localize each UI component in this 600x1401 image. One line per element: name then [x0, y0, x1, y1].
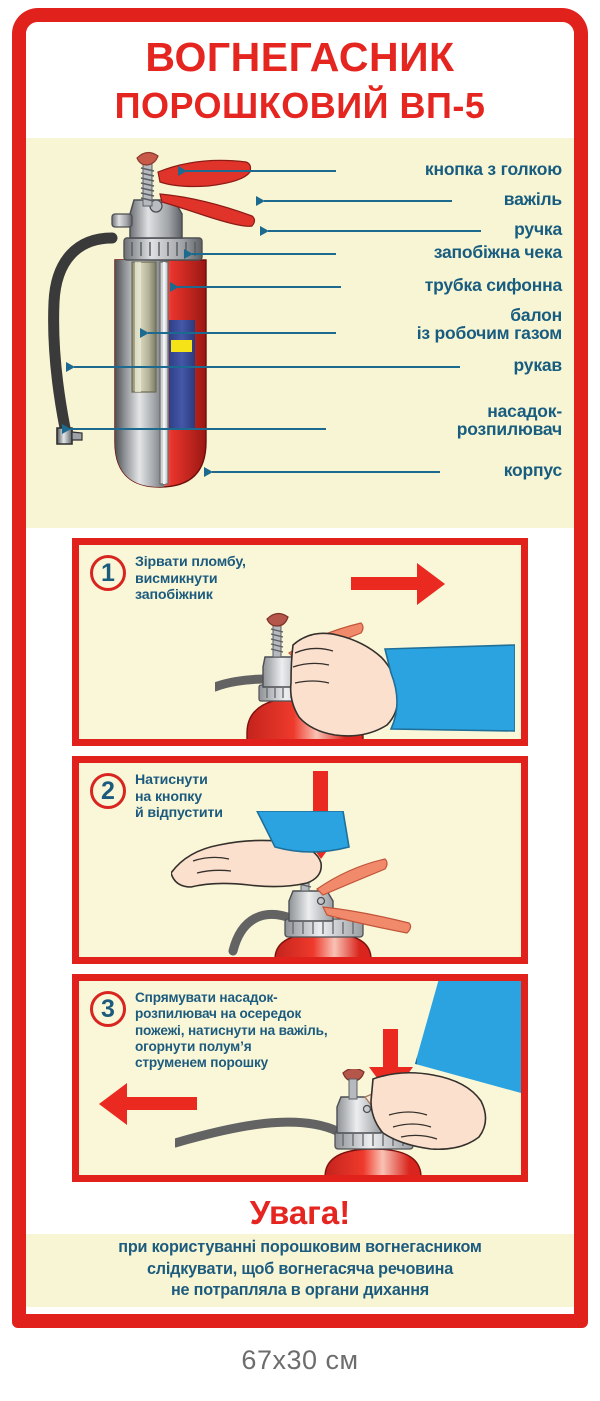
gas-cylinder-highlight	[135, 262, 141, 392]
hose-drawing	[48, 232, 118, 434]
step-text-3: Спрямувати насадок- розпилювач на осеред…	[135, 990, 328, 1071]
leader-line-9	[212, 471, 440, 473]
leader-line-3	[268, 230, 481, 232]
warning-body: при користуванні порошковим вогнегаснико…	[26, 1234, 574, 1308]
leader-head-1	[178, 166, 187, 176]
label-gas-cylinder: балон із робочим газом	[416, 305, 562, 344]
nozzle-tip	[71, 431, 83, 441]
label-handle: ручка	[514, 219, 562, 239]
size-caption: 67x30 см	[241, 1345, 359, 1375]
label-hose: рукав	[513, 355, 563, 375]
yellow-marker	[171, 340, 192, 352]
label-siphon-tube: трубка сифонна	[424, 275, 562, 295]
title-line-2: ПОРОШКОВИЙ ВП-5	[114, 85, 486, 126]
step-panel-2: 2 Натиснути на кнопку й відпустити	[72, 756, 528, 964]
label-nozzle: насадок- розпилювач	[456, 401, 562, 440]
step-text-2: Натиснути на кнопку й відпустити	[135, 772, 223, 822]
powder-band	[169, 320, 195, 428]
leader-head-9	[204, 467, 213, 477]
step-panel-3: 3 Спрямувати насадок- розпилювач на осер…	[72, 974, 528, 1182]
steps-section: 1 Зірвати пломбу, висмикнути запобіжник	[26, 528, 574, 1194]
step-text-1: Зірвати пломбу, висмикнути запобіжник	[135, 554, 246, 604]
warning-title: Увага!	[249, 1194, 351, 1231]
leader-head-2	[256, 196, 265, 206]
leader-line-8	[70, 428, 326, 430]
step-number-3: 3	[90, 991, 126, 1027]
leader-line-1	[186, 170, 336, 172]
leader-head-4	[184, 249, 193, 259]
spring-drawing	[140, 163, 155, 207]
arrow-left-icon	[99, 1083, 219, 1125]
warning-section: Увага! при користуванні порошковим вогне…	[26, 1194, 574, 1314]
button-with-needle-drawing	[136, 151, 159, 166]
step-number-2: 2	[90, 773, 126, 809]
title-line-1: ВОГНЕГАСНИК	[145, 34, 455, 80]
leader-line-5	[178, 286, 341, 288]
step1-illustration	[215, 612, 515, 739]
extinguisher-diagram-panel: кнопка з голкою важіль ручка запобіжна ч…	[26, 138, 574, 528]
label-body: корпус	[503, 460, 563, 480]
leader-head-3	[260, 226, 269, 236]
leader-line-2	[264, 200, 452, 202]
siphon-tube-highlight	[163, 262, 166, 484]
leader-line-7	[74, 366, 460, 368]
handle-drawing	[159, 193, 256, 227]
label-button-with-needle: кнопка з голкою	[424, 159, 562, 179]
hose-stub	[111, 213, 133, 228]
step-panel-1: 1 Зірвати пломбу, висмикнути запобіжник	[72, 538, 528, 746]
leader-head-6	[140, 328, 149, 338]
poster-frame: ВОГНЕГАСНИК ПОРОШКОВИЙ ВП-5	[12, 8, 588, 1328]
leader-head-5	[170, 282, 179, 292]
fire-extinguisher-illustration	[48, 151, 256, 488]
leader-line-4	[192, 253, 336, 255]
leader-head-8	[62, 424, 71, 434]
nozzle-drawing	[56, 427, 73, 445]
label-safety-pin: запобіжна чека	[433, 242, 562, 262]
poster-title: ВОГНЕГАСНИК ПОРОШКОВИЙ ВП-5	[26, 22, 574, 138]
arrow-right-icon	[351, 563, 471, 605]
label-lever: важіль	[503, 189, 562, 209]
leader-head-7	[66, 362, 75, 372]
step2-illustration	[171, 811, 412, 957]
step3-illustration	[175, 1069, 487, 1175]
step-number-1: 1	[90, 555, 126, 591]
leader-line-6	[148, 332, 336, 334]
lever-drawing	[157, 159, 252, 188]
